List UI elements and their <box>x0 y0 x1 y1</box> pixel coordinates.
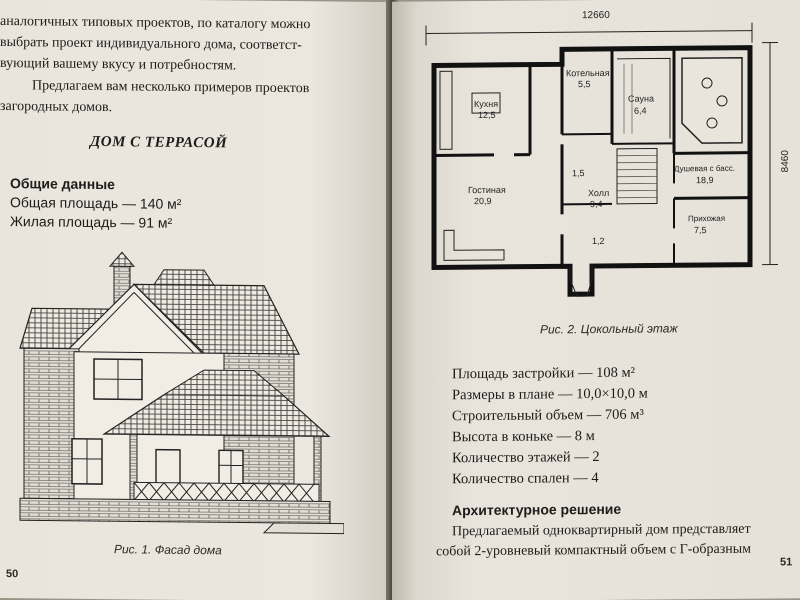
right-page-number: 51 <box>780 556 793 569</box>
intro-line-1: аналогичных типовых проектов, по каталог… <box>0 13 311 33</box>
general-item-living-area: Жилая площадь — 91 м² <box>10 213 173 231</box>
general-heading: Общие данные <box>10 175 115 193</box>
room-area-entrance: 7,5 <box>694 225 707 235</box>
para2-line-1: Предлагаем вам несколько примеров проект… <box>32 78 310 97</box>
room-name-kitchen: Кухня <box>474 99 498 109</box>
section-title: ДОМ С ТЕРРАСОЙ <box>90 133 228 152</box>
room-name-living: Гостиная <box>468 185 506 195</box>
spec-bedrooms: Количество спален — 4 <box>452 470 599 488</box>
spec-volume: Строительный объем — 706 м³ <box>452 406 644 425</box>
room-name-entrance: Прихожая <box>688 214 725 223</box>
room-name-sauna: Сауна <box>628 94 654 104</box>
spec-ridge-height: Высота в коньке — 8 м <box>452 428 595 446</box>
facade-drawing <box>19 251 344 535</box>
room-area-wc: 1,5 <box>572 168 585 178</box>
plan-caption: Рис. 2. Цокольный этаж <box>540 321 678 337</box>
arch-line-1: Предлагаемый одноквартирный дом представ… <box>452 521 751 540</box>
room-name-hall: Холл <box>588 188 609 198</box>
plan-width-dimension: 12660 <box>582 10 610 21</box>
room-area-boiler: 5,5 <box>578 79 591 89</box>
spec-floors: Количество этажей — 2 <box>452 448 600 467</box>
arch-line-2: собой 2-уровневый компактный объем с Г-о… <box>436 541 752 560</box>
spec-building-area: Площадь застройки — 108 м² <box>452 364 635 383</box>
intro-line-2: выбрать проект индивидуального дома, соо… <box>0 34 302 54</box>
general-item-total-area: Общая площадь — 140 м² <box>10 194 182 212</box>
room-area-living: 20,9 <box>474 196 492 206</box>
spec-dimensions: Размеры в плане — 10,0×10,0 м <box>452 385 648 404</box>
room-area-shower: 18,9 <box>696 175 714 185</box>
floor-plan: 12660 8460 <box>425 10 791 297</box>
facade-caption: Рис. 1. Фасад дома <box>114 542 222 558</box>
room-area-hall: 9,4 <box>590 199 603 209</box>
room-name-boiler: Котельная <box>566 68 610 78</box>
arch-heading: Архитектурное решение <box>452 500 622 519</box>
room-name-shower: Душевая с басс. <box>674 164 735 174</box>
right-page: 12660 8460 <box>392 0 800 600</box>
room-area-sauna: 6,4 <box>634 106 647 116</box>
left-page: аналогичных типовых проектов, по каталог… <box>0 0 390 600</box>
para2-line-2: загородных домов. <box>0 98 113 116</box>
room-area-vestibule: 1,2 <box>592 236 605 246</box>
plan-height-dimension: 8460 <box>780 150 791 173</box>
left-page-number: 50 <box>6 568 19 581</box>
intro-line-3: вующий вашему вкусу и потребностям. <box>0 55 237 74</box>
room-area-kitchen: 12,5 <box>478 110 496 120</box>
